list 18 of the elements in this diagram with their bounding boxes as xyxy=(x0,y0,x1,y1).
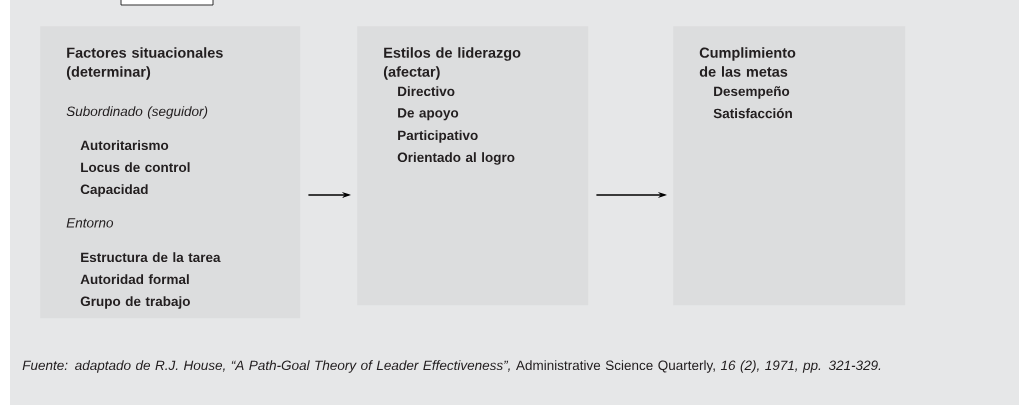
list-item: Estructura de la tarea xyxy=(81,252,221,263)
subheading: Entorno xyxy=(66,218,114,228)
list-item: Autoritarismo xyxy=(80,140,169,151)
list-item: Desempeño xyxy=(714,86,790,99)
list-item: Capacidad xyxy=(80,184,148,197)
box-heading: Factores situacionales (determinar) xyxy=(66,47,223,80)
list-item: Locus de control xyxy=(81,162,190,173)
subheading: Subordinado (seguidor) xyxy=(66,106,208,119)
box-heading: Estilos de liderazgo (afectar) xyxy=(383,47,521,80)
list-item: Autoridad formal xyxy=(80,274,189,285)
list-item: Grupo de trabajo xyxy=(80,296,190,309)
list-item: Directivo xyxy=(398,86,455,97)
list-item: Satisfacción xyxy=(713,108,792,119)
box-heading: Cumplimiento de las metas xyxy=(699,47,796,77)
list-item: De apoyo xyxy=(398,108,459,121)
caption: Fuente: adaptado de R.J. House, “A Path-Goal Theory of Leader Effectiveness”, Administrative Science Quarterly, 16 (2), 1971, pp. 321-329. xyxy=(22,360,881,373)
list-item: Orientado al logro xyxy=(397,152,515,165)
list-item: Participativo xyxy=(398,130,478,143)
